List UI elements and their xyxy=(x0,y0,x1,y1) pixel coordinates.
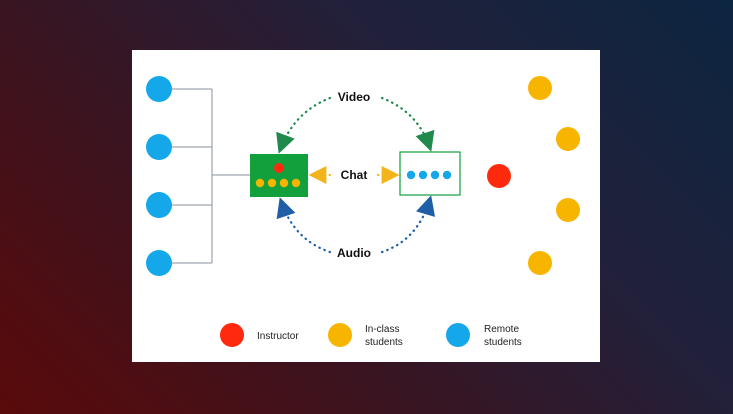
remote-screen-panel xyxy=(250,154,308,197)
legend: Instructor In-class students Remote stud… xyxy=(220,323,522,348)
classroom-screen-panel xyxy=(399,151,461,196)
video-label: Video xyxy=(338,90,370,104)
audio-label: Audio xyxy=(337,246,371,260)
remote-student-2 xyxy=(146,134,172,160)
legend-inclass-label-line2: students xyxy=(365,337,403,348)
panel-inclass-dot-3 xyxy=(279,178,289,188)
remote-connector-lines xyxy=(172,88,250,264)
panel-remote-dot-4 xyxy=(442,170,452,180)
remote-student-3 xyxy=(146,192,172,218)
video-arc-right xyxy=(380,96,435,152)
inclass-student-4 xyxy=(528,251,552,275)
classroom-diagram: Video Chat Audio Instructor In-class stu… xyxy=(146,76,580,348)
remote-panel-box xyxy=(250,154,308,197)
chat-label: Chat xyxy=(341,168,368,182)
remote-students-group xyxy=(146,76,172,276)
audio-arc-right xyxy=(380,195,436,254)
panel-remote-dot-3 xyxy=(430,170,440,180)
legend-instructor-swatch xyxy=(220,323,244,347)
legend-remote-swatch xyxy=(446,323,470,347)
inclass-student-2 xyxy=(556,127,580,151)
panel-inclass-dot-2 xyxy=(267,178,277,188)
inclass-student-3 xyxy=(556,198,580,222)
audio-arc-left xyxy=(276,197,332,254)
video-arc-left xyxy=(276,96,332,154)
panel-inclass-dot-4 xyxy=(291,178,301,188)
diagram-slide: Video Chat Audio Instructor In-class stu… xyxy=(132,50,600,362)
legend-inclass-swatch xyxy=(328,323,352,347)
legend-instructor-label: Instructor xyxy=(257,331,299,342)
legend-remote-label-line2: students xyxy=(484,337,522,348)
panel-remote-dot-2 xyxy=(418,170,428,180)
remote-student-4 xyxy=(146,250,172,276)
panel-inclass-dot-1 xyxy=(255,178,265,188)
legend-inclass-label-line1: In-class xyxy=(365,324,399,335)
remote-student-1 xyxy=(146,76,172,102)
panel-remote-dot-1 xyxy=(406,170,416,180)
legend-remote-label-line1: Remote xyxy=(484,324,519,335)
inclass-student-1 xyxy=(528,76,552,100)
instructor-node xyxy=(487,164,511,188)
inclass-students-group xyxy=(528,76,580,275)
panel-instructor-dot xyxy=(274,163,284,173)
